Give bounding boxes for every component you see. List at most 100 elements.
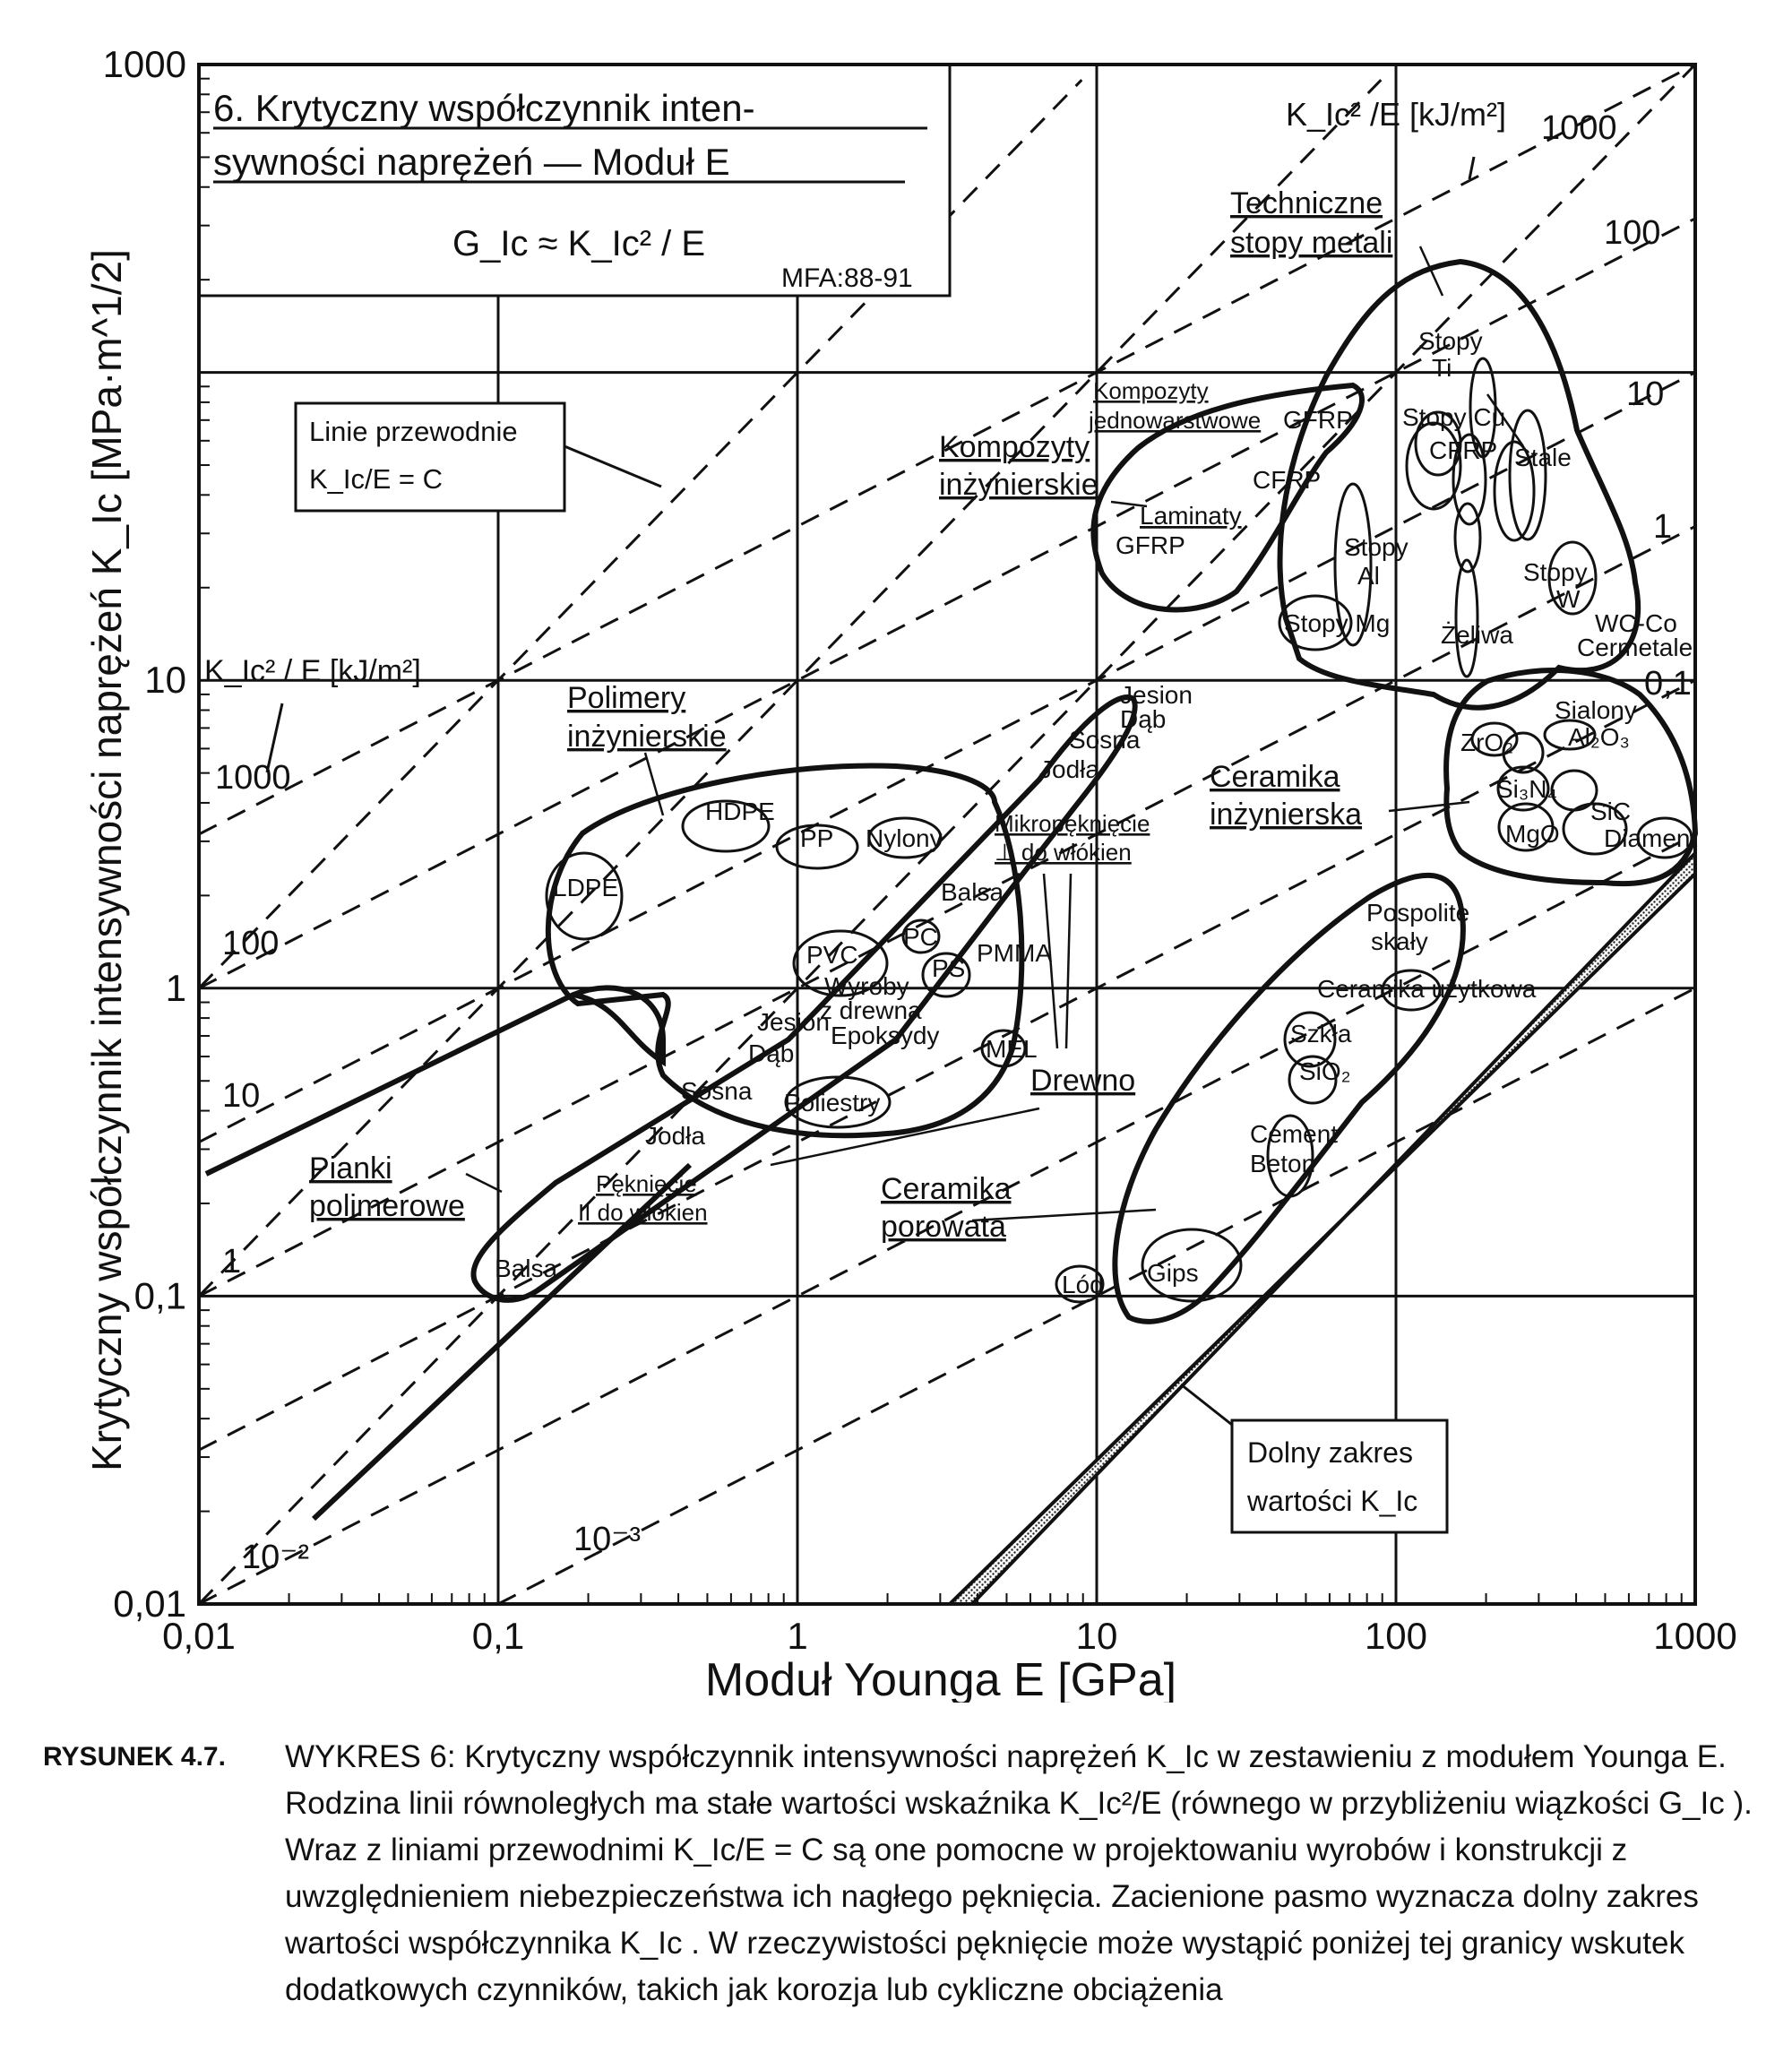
y-tick-label: 10 [144,659,186,701]
foams-lower [311,1162,693,1522]
lbl-laminaty: Laminaty [1140,502,1242,530]
guide-line [197,63,1697,1606]
material-labels: Techniczne stopy metali Stopy Ti Stopy C… [309,186,1697,1298]
lower-limit-line-1: Dolny zakres [1247,1436,1413,1469]
toughness-contour [198,217,1696,990]
contour-label-left: 10⁻³ [573,1521,641,1558]
lbl-dab-hi: Dąb [1120,705,1166,733]
toughness-contour [198,832,1696,1606]
lbl-pp: PP [800,824,833,852]
lbl-pmma: PMMA [977,939,1052,967]
lbl-gfrp-lam: GFRP [1116,531,1185,559]
contour-label-right: 1 [1653,508,1672,546]
lbl-stopy-ti-1: Stopy [1418,327,1483,355]
lbl-techniczne-2: stopy metali [1230,226,1392,260]
lbl-gfrp-top: GFRP [1283,406,1353,434]
x-tick-label: 100 [1365,1615,1427,1657]
lbl-stopy-w-1: Stopy [1523,558,1588,586]
lbl-jesion-hi: Jesion [1120,681,1193,709]
guide-line [197,79,1383,1298]
toughness-contour [198,525,1696,1298]
lbl-wcco: WC-Co [1595,609,1677,637]
lbl-szkla: Szkła [1290,1020,1352,1048]
lbl-techniczne-1: Techniczne [1230,186,1383,220]
lbl-stopy-al-2: Al [1357,562,1380,590]
lbl-sialony: Sialony [1555,696,1637,724]
lbl-sosna-hi: Sosna [1069,726,1141,754]
leader-lines [465,246,1525,1222]
lbl-gips: Gips [1147,1259,1199,1287]
lbl-pc: PC [903,923,938,951]
lbl-zeliwa: Żeliwa [1441,621,1513,649]
lbl-hdpe: HDPE [705,798,775,825]
toughness-label-top: K_Ic² /E [kJ/m²] [1286,96,1506,133]
lbl-wyroby-1: Wyroby [824,972,909,1000]
envelope-wood [470,694,1138,1303]
x-axis-label: Moduł Younga E [GPa] [705,1654,1176,1703]
y-axis-label: Krytyczny współczynnik intensywności nap… [83,249,130,1471]
lbl-sio2: SiO₂ [1299,1057,1351,1085]
lbl-pekniecie-2: II do włókien [578,1199,708,1226]
lbl-kompozyty-1b: jednowarstwowe [1088,407,1261,434]
lbl-lod: Lód [1062,1271,1104,1298]
lbl-ceramika-inz-2: inżynierska [1210,798,1362,832]
lbl-pvc: PVC [806,941,858,969]
lbl-drewno: Drewno [1030,1064,1135,1098]
guide-line-1: Linie przewodnie [309,416,518,447]
title-line-1: 6. Krytyczny współczynnik inten- [213,87,755,129]
title-box [197,63,952,298]
lbl-epoksydy: Epoksydy [831,1022,939,1049]
guide-line-2: K_Ic/E = C [309,463,443,495]
lbl-wyroby-2: z drewna [820,996,922,1024]
lbl-si3n4: Si₃N₄ [1496,775,1557,803]
lbl-dab-low: Dąb [748,1039,794,1067]
lbl-pekniecie-1: Pęknięcie [596,1170,697,1197]
lbl-cfrp-metal: CFRP [1429,436,1497,464]
lbl-sosna-low: Sosna [681,1077,753,1105]
lbl-pianki-1: Pianki [309,1151,392,1186]
lbl-cfrp-left: CFRP [1253,466,1321,494]
lbl-jodla-low: Jodła [645,1122,705,1150]
x-tick-label: 1000 [1653,1615,1736,1657]
envelope-metals [1277,258,1641,711]
guide-box [294,401,566,513]
lbl-stopy-mg: Stopy Mg [1284,609,1390,637]
lower-limit-line-2: wartości K_Ic [1246,1485,1417,1517]
lbl-diament: Diament [1604,824,1697,852]
title-source: MFA:88-91 [781,263,913,293]
contour-label-right: 1000 [1541,109,1617,147]
plot-frame [197,63,1697,1606]
envelope-foams [204,985,666,1177]
lbl-kompozyty-1a: Kompozyty [1093,377,1209,404]
x-tick-label: 0,1 [472,1615,524,1657]
envelope-composites [1090,382,1365,613]
lbl-balsa-mid: Balsa [941,878,1004,906]
lbl-beton: Beton [1250,1150,1315,1177]
lbl-nylony: Nylony [866,824,943,852]
toughness-label-left: K_Ic² / E [kJ/m²] [204,654,421,688]
contour-label-right: 100 [1604,214,1660,252]
lbl-mel: MEL [986,1035,1038,1063]
contour-label-left: 10 [222,1077,260,1115]
lbl-stopy-cu: Stopy Cu [1402,403,1505,431]
lbl-kompozyty-inz-2: inżynierskie [939,468,1098,502]
guide-line [197,79,1083,989]
envelope-polymers [545,763,1025,1139]
lbl-cermetale: Cermetale [1577,634,1693,661]
contour-label-right: 0,1 [1644,665,1692,703]
x-tick-label: 10 [1076,1615,1118,1657]
lbl-polimery-2: inżynierskie [567,720,727,754]
lbl-balsa-low: Balsa [495,1255,557,1282]
envelope-porous-ceramics [1112,872,1466,1324]
lbl-ceramika-inz-1: Ceramika [1210,760,1340,794]
y-tick-label: 1 [166,967,186,1009]
lbl-stale: Stale [1514,444,1572,471]
lbl-pospolite-1: Pospolite [1366,899,1469,927]
lbl-al2o3: Al₂O₃ [1568,723,1630,751]
title-line-2: sywności naprężeń — Moduł E [213,141,730,183]
lbl-mgo: MgO [1505,820,1560,848]
lbl-poliestry: Poliestry [784,1089,880,1117]
lbl-jodla-hi: Jodła [1039,755,1099,783]
